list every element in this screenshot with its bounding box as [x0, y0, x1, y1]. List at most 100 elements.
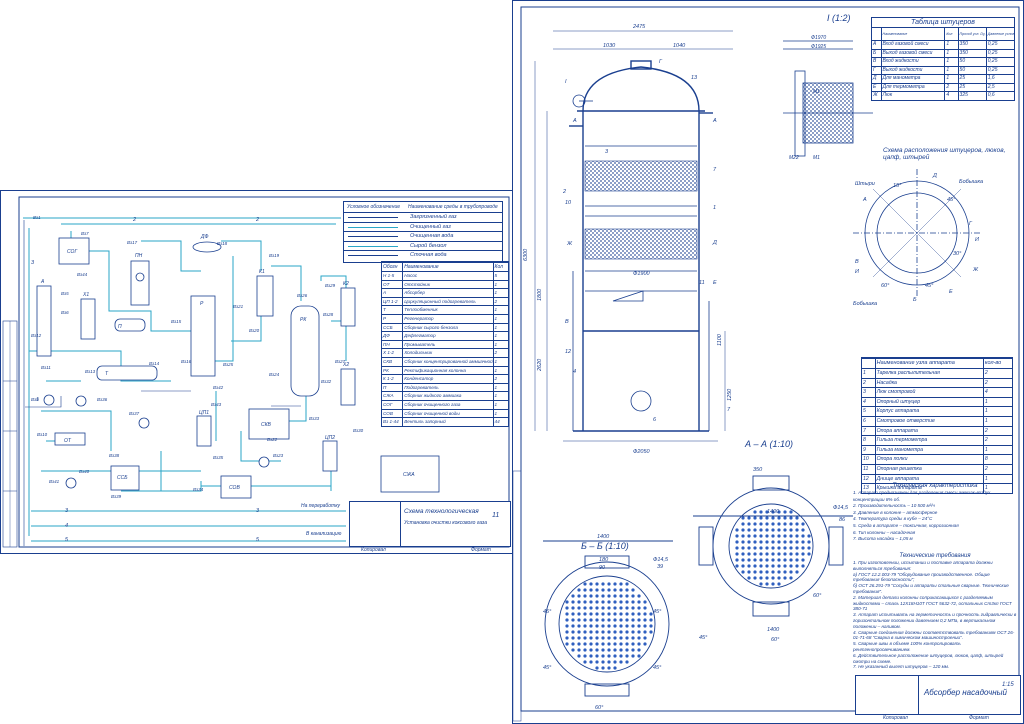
perforation-hole — [801, 528, 805, 532]
perforation-hole — [613, 636, 617, 640]
fittings-row-cell: 0,25 — [987, 66, 998, 73]
perforation-hole — [795, 528, 799, 532]
svg-text:6300: 6300 — [523, 248, 529, 261]
svg-text:Ф1970: Ф1970 — [811, 35, 826, 41]
perforation-hole — [625, 624, 629, 628]
perforation-hole — [753, 528, 757, 532]
equipment-row-cell: Вентиль запорный — [403, 418, 494, 426]
parts-row-cell: Гильза манометра — [876, 445, 984, 455]
svg-text:Вз7: Вз7 — [81, 231, 89, 236]
right-title-block: Абсорбер насадочный 1:15 — [855, 675, 1021, 715]
fittings-layout-scheme — [853, 169, 981, 297]
perforation-hole — [619, 630, 623, 634]
perforation-hole — [765, 510, 769, 514]
svg-text:Д: Д — [712, 240, 717, 246]
collector-water — [220, 475, 252, 499]
perforation-hole — [631, 636, 635, 640]
perforation-hole — [607, 624, 611, 628]
perforation-hole — [637, 618, 641, 622]
svg-text:Е: Е — [949, 289, 953, 295]
svg-text:1400: 1400 — [767, 627, 780, 633]
perforation-hole — [595, 642, 599, 646]
perforation-hole — [631, 618, 635, 622]
parts-row-cell: 1 — [862, 369, 876, 378]
perforation-hole — [753, 576, 757, 580]
perforation-hole — [807, 552, 811, 556]
equipment-row-cell: 2 — [494, 376, 498, 382]
perforation-hole — [613, 624, 617, 628]
fittings-row-cell: Б — [872, 49, 882, 57]
regenerator — [190, 295, 216, 377]
svg-text:А: А — [862, 197, 867, 203]
fittings-row-cell: 350 — [959, 49, 987, 57]
svg-text:В: В — [855, 259, 859, 265]
svg-text:Вз30: Вз30 — [353, 428, 364, 433]
perforation-hole — [625, 594, 629, 598]
perforation-hole — [583, 624, 587, 628]
perforation-hole — [643, 612, 647, 616]
perforation-hole — [649, 618, 653, 622]
perforation-hole — [795, 564, 799, 568]
perforation-hole — [759, 528, 763, 532]
perforation-hole — [601, 618, 605, 622]
perforation-hole — [789, 576, 793, 580]
perforation-hole — [625, 600, 629, 604]
svg-text:6: 6 — [653, 417, 657, 423]
perforation-hole — [595, 588, 599, 592]
cooler-1 — [80, 298, 96, 340]
fittings-row-cell: 50 — [959, 58, 987, 66]
perforation-hole — [777, 570, 781, 574]
perforation-hole — [777, 564, 781, 568]
svg-text:Вз32: Вз32 — [321, 379, 332, 384]
perforation-hole — [625, 618, 629, 622]
perforation-hole — [631, 624, 635, 628]
svg-text:11: 11 — [699, 280, 705, 286]
svg-text:Вз24: Вз24 — [269, 372, 280, 377]
parts-row-cell: Опорная решетка — [876, 464, 984, 474]
right-title: Абсорбер насадочный — [924, 688, 1007, 697]
svg-text:Х1: Х1 — [82, 292, 89, 298]
perforation-hole — [649, 612, 653, 616]
fittings-row-cell: 1 — [945, 66, 959, 74]
perforation-hole — [571, 594, 575, 598]
perforation-hole — [765, 534, 769, 538]
svg-text:В: В — [565, 319, 569, 325]
perforation-hole — [789, 516, 793, 520]
svg-text:60°: 60° — [595, 705, 604, 711]
legend-row-label: Очищенный газ — [410, 223, 451, 230]
perforation-hole — [583, 582, 587, 586]
equipment-row-cell: К 1-2 — [382, 375, 404, 383]
perforation-hole — [771, 582, 775, 586]
fittings-header-cell — [872, 28, 882, 40]
note-sewer: В канализацию — [306, 531, 342, 537]
fittings-row-cell: В — [872, 58, 882, 66]
fittings-header-cell: Проход усл. Dу, мм — [959, 28, 987, 40]
svg-text:Вз35: Вз35 — [213, 455, 224, 460]
perforation-hole — [795, 522, 799, 526]
svg-text:ПН: ПН — [135, 253, 143, 259]
perforation-hole — [753, 522, 757, 526]
circ-heater-2 — [322, 440, 338, 472]
svg-text:Вз13: Вз13 — [85, 369, 96, 374]
perforation-hole — [637, 606, 641, 610]
perforation-hole — [601, 588, 605, 592]
perforation-hole — [583, 612, 587, 616]
perforation-hole — [565, 618, 569, 622]
svg-text:Ф1900: Ф1900 — [633, 271, 651, 277]
equipment-row-cell: 1 — [494, 367, 498, 373]
perforation-hole — [637, 636, 641, 640]
perforation-hole — [759, 534, 763, 538]
fittings-row-cell: Для термометра — [882, 83, 946, 91]
perforation-hole — [643, 642, 647, 646]
perforation-hole — [601, 624, 605, 628]
perforation-hole — [759, 570, 763, 574]
svg-text:М22: М22 — [789, 155, 799, 161]
